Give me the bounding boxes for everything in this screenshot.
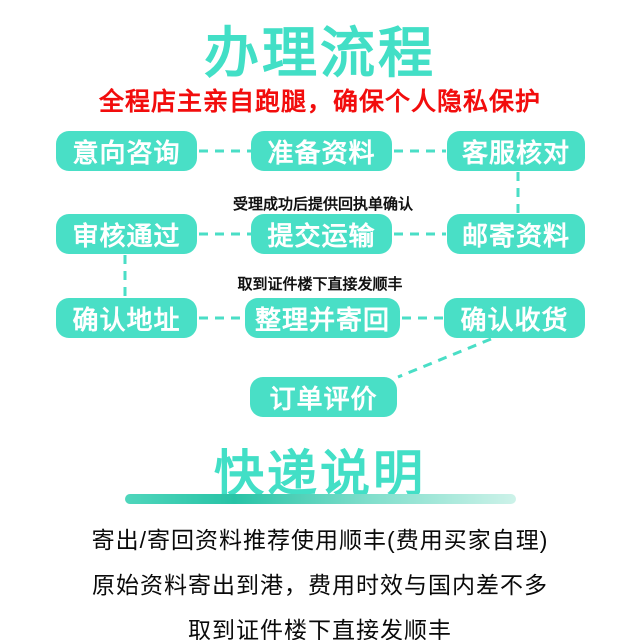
flow-step-mail-materials: 邮寄资料 [447, 214, 585, 254]
note-ship-immediately: 取到证件楼下直接发顺丰 [237, 276, 403, 293]
note-receipt-confirmation: 受理成功后提供回执单确认 [232, 196, 413, 213]
flow-step-service-check: 客服核对 [447, 131, 585, 171]
flow-step-order-review: 订单评价 [250, 377, 397, 417]
express-description: 寄出/寄回资料推荐使用顺丰(费用买家自理) 原始资料寄出到港，费用时效与国内差不… [0, 518, 640, 640]
flow-step-confirm-receipt: 确认收货 [444, 298, 585, 338]
flow-step-submit-transport: 提交运输 [251, 214, 392, 254]
flow-step-pack-and-return: 整理并寄回 [245, 298, 400, 338]
flow-step-review-passed: 审核通过 [56, 214, 197, 254]
gradient-underline-bar [125, 494, 516, 504]
express-line-3: 取到证件楼下直接发顺丰 [188, 617, 452, 640]
flow-step-confirm-address: 确认地址 [56, 298, 197, 338]
page-title: 办理流程 [203, 22, 436, 84]
privacy-subtitle: 全程店主亲自跑腿，确保个人隐私保护 [98, 88, 541, 116]
flow-step-intention-consult: 意向咨询 [56, 131, 197, 171]
flow-step-prepare-materials: 准备资料 [251, 131, 392, 171]
express-section-title: 快递说明 [214, 446, 426, 502]
express-line-2: 原始资料寄出到港，费用时效与国内差不多 [92, 572, 548, 598]
express-line-1: 寄出/寄回资料推荐使用顺丰(费用买家自理) [91, 527, 549, 553]
